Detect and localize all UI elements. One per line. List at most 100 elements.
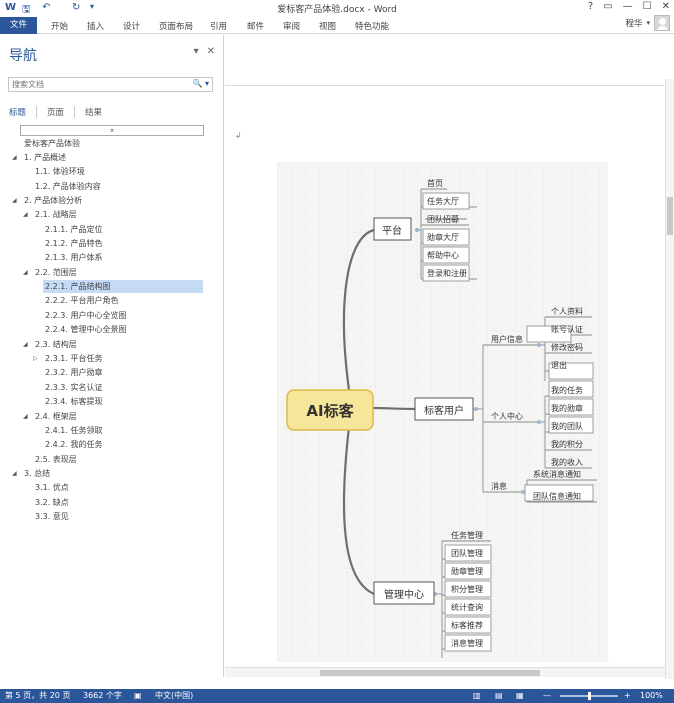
branch-line-users bbox=[372, 406, 416, 411]
vertical-scroll-thumb[interactable] bbox=[667, 197, 673, 235]
expand-caret-icon[interactable]: ◢ bbox=[23, 413, 28, 420]
nav-heading-item[interactable]: 2.2.2. 平台用户角色 bbox=[45, 296, 119, 305]
nav-heading-item[interactable]: 2.3.4. 标客提现 bbox=[45, 397, 103, 406]
mindmap-leaf: 团队管理 bbox=[451, 548, 483, 558]
zoom-level[interactable]: 100% bbox=[640, 691, 663, 700]
minimize-button[interactable]: — bbox=[622, 1, 633, 12]
web-layout-icon[interactable]: ▦ bbox=[516, 691, 524, 700]
nav-heading-item[interactable]: 2.3.3. 实名认证 bbox=[45, 383, 103, 392]
nav-heading-item[interactable]: 2.2.3. 用户中心全览图 bbox=[45, 311, 127, 320]
tab-mailings[interactable]: 邮件 bbox=[247, 22, 265, 32]
nav-heading-item[interactable]: 1. 产品概述 bbox=[24, 153, 67, 162]
nav-heading-item-selected[interactable]: 2.2.1. 产品结构图 bbox=[43, 280, 203, 293]
expand-caret-icon[interactable]: ◢ bbox=[23, 341, 28, 348]
navigation-pane: 导航 ▾ ✕ 🔍 ▾ 标题 页面 结果 ⌅ ◢ ◢ ◢ ◢ ◢ ▷ ◢ ◢ 爱标… bbox=[0, 35, 224, 677]
nav-heading-item[interactable]: 3.3. 意见 bbox=[35, 512, 69, 521]
expand-caret-icon[interactable]: ◢ bbox=[23, 269, 28, 276]
document-area[interactable]: ↲ ↲ bbox=[225, 35, 674, 679]
mindmap-group: 用户信息 bbox=[491, 334, 523, 344]
nav-pane-close-icon[interactable]: ✕ bbox=[206, 46, 215, 57]
expand-caret-icon[interactable]: ◢ bbox=[23, 211, 28, 218]
search-input[interactable] bbox=[9, 78, 189, 91]
nav-heading-item[interactable]: 2. 产品体验分析 bbox=[24, 196, 83, 205]
tab-layout[interactable]: 页面布局 bbox=[159, 22, 194, 32]
nav-tab-headings[interactable]: 标题 bbox=[9, 106, 38, 118]
nav-heading-item[interactable]: 2.3.2. 用户勋章 bbox=[45, 368, 103, 377]
tab-review[interactable]: 审阅 bbox=[283, 22, 301, 32]
help-button[interactable]: ? bbox=[587, 1, 594, 12]
word-count[interactable]: 3662 个字 bbox=[83, 691, 122, 700]
nav-pane-options-chevron-icon[interactable]: ▾ bbox=[193, 46, 199, 57]
mindmap-image[interactable]: AI标客 平台 标客用户 管理中心 首页 任务大厅 团队招募 勋章大厅 帮助中心… bbox=[277, 162, 608, 662]
nav-heading-item[interactable]: 爱标客产品体验 bbox=[24, 139, 80, 148]
close-button[interactable]: ✕ bbox=[661, 1, 670, 12]
nav-heading-item[interactable]: 3.2. 缺点 bbox=[35, 498, 69, 507]
collapse-all-button[interactable]: ⌅ bbox=[20, 125, 204, 136]
zoom-in-button[interactable]: + bbox=[624, 691, 631, 700]
vertical-scrollbar[interactable] bbox=[665, 79, 674, 679]
nav-heading-item[interactable]: 1.1. 体验环境 bbox=[35, 167, 85, 176]
nav-heading-item[interactable]: 3. 总结 bbox=[24, 469, 51, 478]
save-icon[interactable]: 🖫 bbox=[22, 4, 31, 15]
expand-caret-icon[interactable]: ◢ bbox=[12, 154, 17, 161]
nav-heading-item[interactable]: 2.1.1. 产品定位 bbox=[45, 225, 103, 234]
collapsed-caret-icon[interactable]: ▷ bbox=[33, 355, 38, 362]
leaf-box bbox=[548, 398, 594, 416]
nav-heading-item[interactable]: 2.3.1. 平台任务 bbox=[45, 354, 103, 363]
search-icon[interactable]: 🔍 bbox=[192, 79, 203, 88]
nav-heading-item[interactable]: 2.2. 范围层 bbox=[35, 268, 77, 277]
nav-heading-item[interactable]: 2.2.4. 管理中心全景图 bbox=[45, 325, 127, 334]
tab-home[interactable]: 开始 bbox=[51, 22, 69, 32]
undo-icon[interactable]: ↶ bbox=[42, 2, 51, 13]
nav-heading-item[interactable]: 2.5. 表现层 bbox=[35, 455, 77, 464]
nav-heading-item[interactable]: 2.1.2. 产品特色 bbox=[45, 239, 103, 248]
tab-insert[interactable]: 插入 bbox=[87, 22, 105, 32]
horizontal-scrollbar[interactable] bbox=[225, 667, 665, 677]
mindmap-leaf: 任务大厅 bbox=[427, 196, 459, 206]
leaf-box bbox=[526, 325, 572, 343]
redo-icon[interactable]: ↻ bbox=[72, 2, 81, 13]
nav-heading-item[interactable]: 2.1. 战略层 bbox=[35, 210, 77, 219]
user-menu-chevron-icon[interactable]: ▾ bbox=[646, 19, 650, 27]
customize-toolbar-icon[interactable]: ▾ bbox=[90, 2, 95, 11]
tab-view[interactable]: 视图 bbox=[319, 22, 337, 32]
tab-references[interactable]: 引用 bbox=[210, 22, 228, 32]
nav-heading-item[interactable]: 2.4.2. 我的任务 bbox=[45, 440, 103, 449]
nav-heading-item[interactable]: 2.4.1. 任务领取 bbox=[45, 426, 103, 435]
tab-features[interactable]: 特色功能 bbox=[355, 22, 390, 32]
mindmap-leaf: 退出 bbox=[551, 360, 567, 370]
zoom-slider-thumb[interactable] bbox=[588, 692, 591, 700]
ribbon-display-options-button[interactable]: ▭ bbox=[603, 1, 613, 12]
expand-caret-icon[interactable]: ◢ bbox=[12, 197, 17, 204]
read-mode-icon[interactable]: ▥ bbox=[473, 691, 481, 700]
language-indicator[interactable]: 中文(中国) bbox=[155, 691, 194, 700]
expand-caret-icon[interactable]: ◢ bbox=[12, 470, 17, 477]
mindmap-leaf: 标客推荐 bbox=[451, 620, 483, 630]
user-name[interactable]: 程华 bbox=[625, 19, 643, 29]
tab-design[interactable]: 设计 bbox=[123, 22, 141, 32]
nav-heading-item[interactable]: 1.2. 产品体验内容 bbox=[35, 182, 101, 191]
status-bar: 第 5 页，共 20 页 3662 个字 ▣ 中文(中国) ▥ ▤ ▦ — + … bbox=[0, 689, 674, 703]
nav-tab-pages[interactable]: 页面 bbox=[47, 106, 76, 118]
zoom-out-button[interactable]: — bbox=[543, 691, 551, 700]
nav-search-box[interactable]: 🔍 ▾ bbox=[8, 77, 213, 92]
leaf-box bbox=[444, 544, 492, 562]
avatar[interactable] bbox=[654, 15, 670, 31]
tab-file[interactable]: 文件 bbox=[0, 17, 37, 34]
nav-heading-item[interactable]: 3.1. 优点 bbox=[35, 483, 69, 492]
horizontal-scroll-thumb[interactable] bbox=[320, 670, 540, 676]
branch-line-admin bbox=[342, 426, 375, 596]
word-app-icon[interactable]: W bbox=[5, 2, 17, 13]
nav-heading-item[interactable]: 2.1.3. 用户体系 bbox=[45, 253, 103, 262]
nav-tab-results[interactable]: 结果 bbox=[85, 108, 103, 118]
mindmap-leaf: 我的团队 bbox=[551, 421, 583, 431]
branch-box-platform bbox=[373, 217, 412, 241]
print-layout-icon[interactable]: ▤ bbox=[495, 691, 503, 700]
page-count[interactable]: 第 5 页，共 20 页 bbox=[5, 691, 71, 700]
proofing-icon[interactable]: ▣ bbox=[134, 691, 142, 700]
nav-heading-item[interactable]: 2.3. 结构层 bbox=[35, 340, 77, 349]
mindmap-leaf: 我的收入 bbox=[551, 457, 583, 467]
search-options-chevron-icon[interactable]: ▾ bbox=[204, 79, 209, 88]
maximize-button[interactable]: ☐ bbox=[642, 1, 652, 12]
nav-heading-item[interactable]: 2.4. 框架层 bbox=[35, 412, 77, 421]
